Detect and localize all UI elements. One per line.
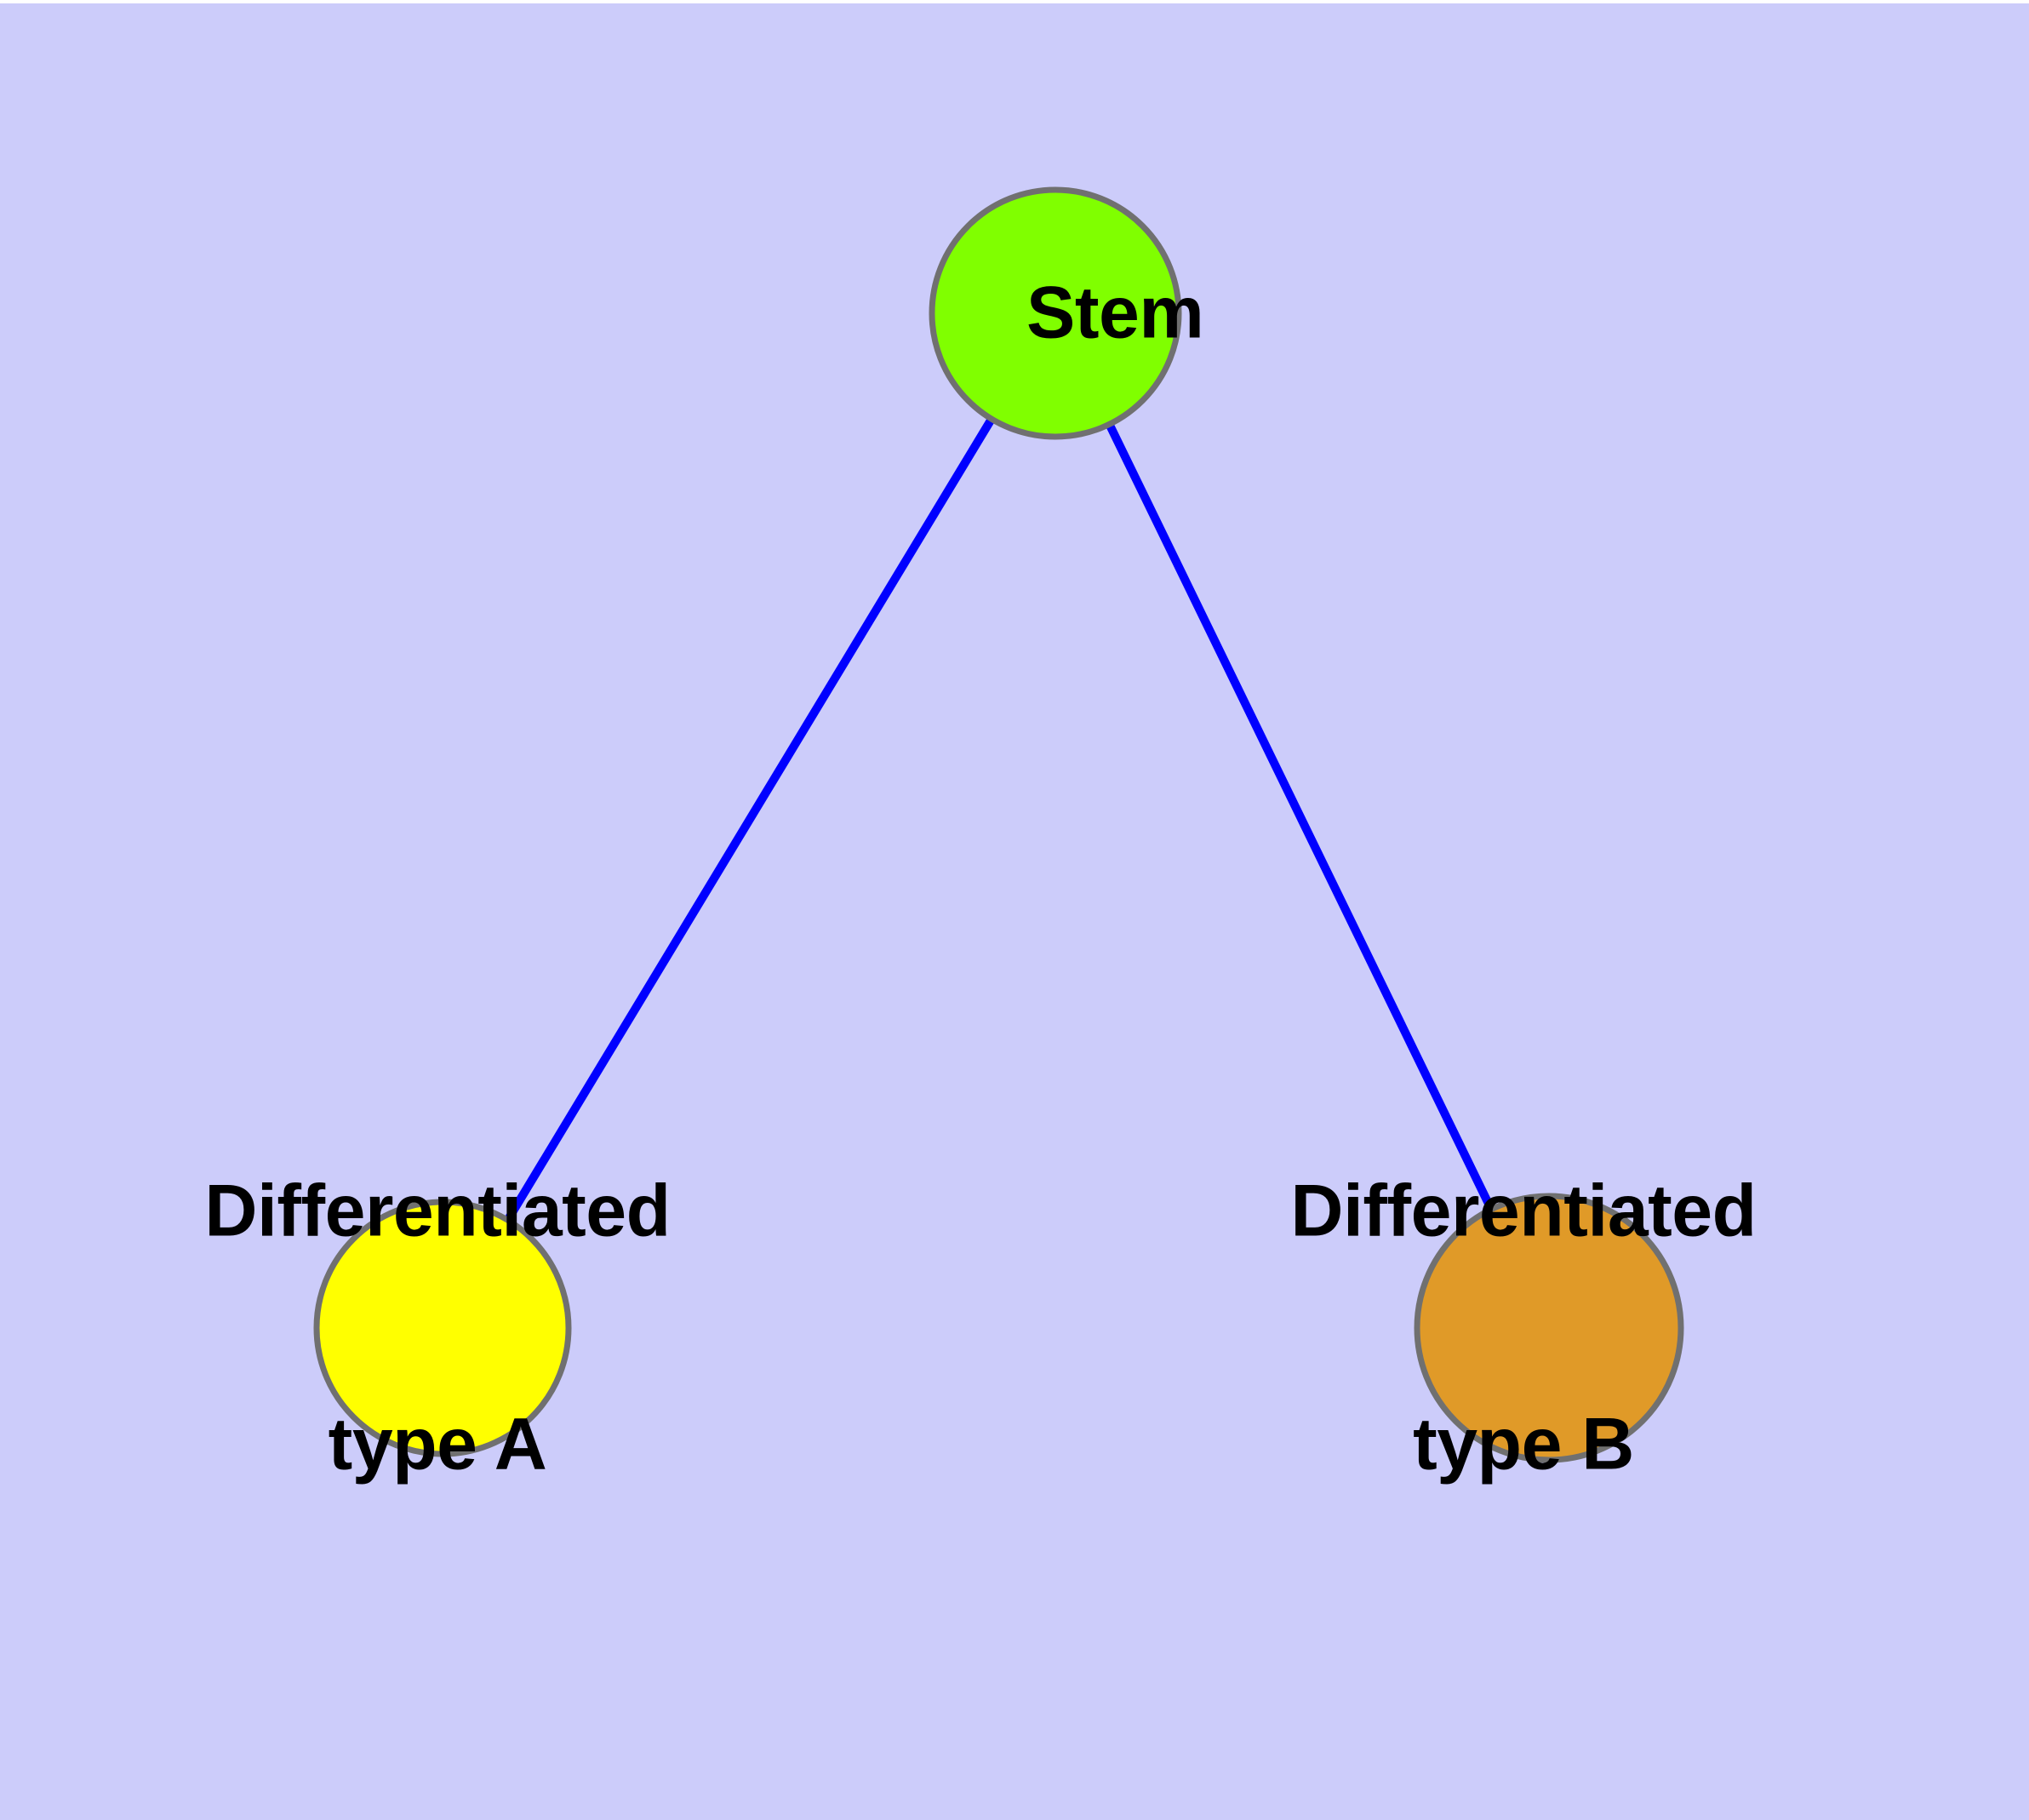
edge-stem-to-differentiated-type-b: [1051, 311, 1553, 1331]
graph-svg: [313, 186, 1684, 1463]
edge-stem-to-differentiated-type-a: [438, 311, 1060, 1331]
node-stem[interactable]: [929, 186, 1182, 440]
node-layer: [313, 186, 1684, 1463]
edge-layer: [438, 311, 1553, 1331]
node-differentiated-type-b[interactable]: [1414, 1193, 1684, 1463]
node-differentiated-type-a[interactable]: [313, 1199, 572, 1457]
diagram-plot-area: Stem Differentiated type A Differentiate…: [0, 3, 2029, 1820]
